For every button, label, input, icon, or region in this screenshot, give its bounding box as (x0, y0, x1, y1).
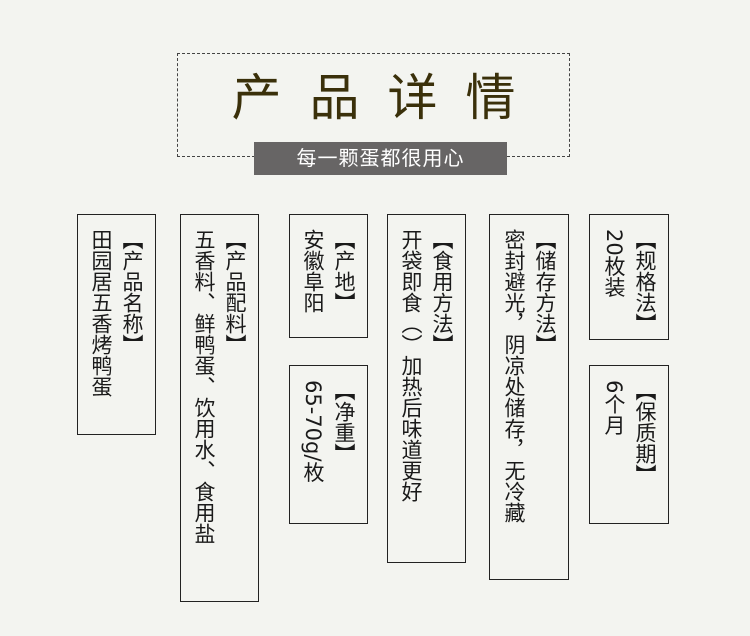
card-label: 【产品配料】 (223, 229, 247, 355)
card-label: 【产品名称】 (120, 229, 144, 355)
card-value: 开袋即食（）加热后味道更好 (399, 229, 423, 502)
card-product-name: 【产品名称】 田园居五香烤鸭蛋 (77, 214, 156, 435)
card-label: 【规格法】 (633, 229, 657, 334)
card-label: 【食用方法】 (430, 229, 454, 355)
card-label: 【保质期】 (633, 380, 657, 485)
page-title: 产品详情 (231, 69, 544, 127)
subtitle-banner: 每一颗蛋都很用心 (254, 142, 507, 175)
card-origin: 【产地】 安徽阜阳 (289, 214, 368, 338)
card-label: 【储存方法】 (533, 229, 557, 355)
card-value: 田园居五香烤鸭蛋 (89, 229, 113, 397)
card-shelf-life: 【保质期】 6个月 (589, 365, 669, 524)
card-ingredients: 【产品配料】 五香料、鲜鸭蛋、饮用水、食用盐 (180, 214, 259, 602)
card-storage: 【储存方法】 密封避光，阴凉处储存，无冷藏 (489, 214, 569, 580)
card-label: 【净重】 (332, 380, 356, 464)
card-spec: 【规格法】 20枚装 (589, 214, 669, 340)
card-value: 6个月 (602, 380, 626, 436)
card-value: 五香料、鲜鸭蛋、饮用水、食用盐 (192, 229, 216, 544)
card-usage: 【食用方法】 开袋即食（）加热后味道更好 (387, 214, 466, 563)
card-value: 密封避光，阴凉处储存，无冷藏 (502, 229, 526, 523)
card-value: 65-70g/枚 (301, 380, 325, 483)
card-value: 安徽阜阳 (301, 229, 325, 313)
card-value: 20枚装 (602, 229, 626, 298)
card-net-weight: 【净重】 65-70g/枚 (289, 365, 368, 524)
card-label: 【产地】 (332, 229, 356, 313)
